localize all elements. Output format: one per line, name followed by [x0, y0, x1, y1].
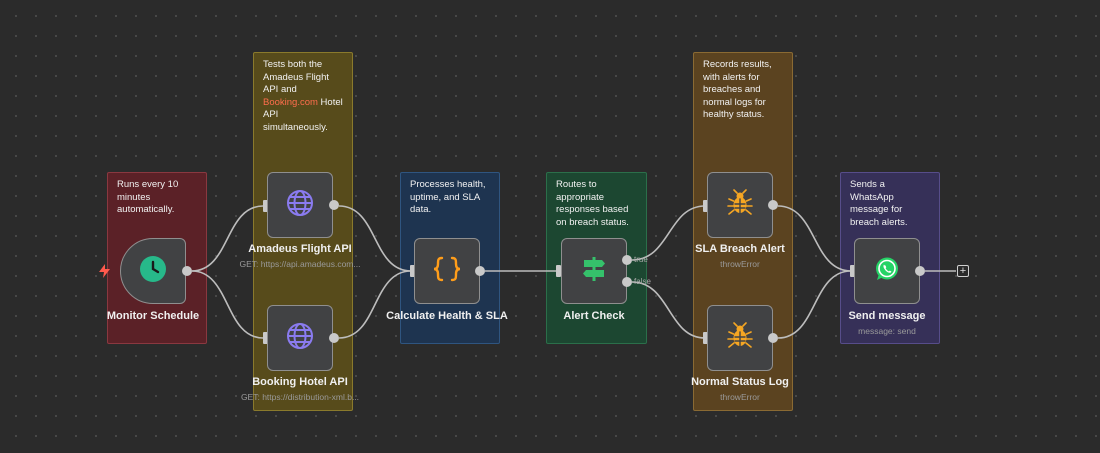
- globe-icon: [286, 322, 314, 355]
- sticky-text: Records results, with alerts for breache…: [703, 59, 772, 120]
- node-subtitle: throwError: [720, 392, 760, 402]
- node-label: Calculate Health & SLA: [386, 310, 508, 322]
- output-port[interactable]: [329, 333, 339, 343]
- whatsapp-icon: [873, 255, 901, 288]
- node-label: SLA Breach Alert: [695, 243, 785, 255]
- amadeus-flight-api-node[interactable]: [267, 172, 333, 238]
- sticky-text: Runs every 10 minutes automatically.: [117, 179, 179, 215]
- edge-sla-send: [777, 205, 852, 272]
- monitor-schedule-node[interactable]: [120, 238, 186, 304]
- edge-monitor-booking: [191, 270, 264, 339]
- branch-label-true: true: [634, 255, 648, 264]
- signpost-icon: [580, 255, 608, 288]
- input-port[interactable]: [850, 265, 855, 277]
- alert-check-node[interactable]: [561, 238, 627, 304]
- lightning-bolt-icon: [99, 264, 110, 280]
- true-output-port[interactable]: [622, 255, 632, 265]
- sticky-text: Tests both the Amadeus Flight API and Bo…: [263, 59, 343, 133]
- edge-alert-sla: [631, 205, 706, 261]
- node-subtitle: GET: https://api.amadeus.com...: [239, 259, 361, 269]
- globe-icon: [286, 189, 314, 222]
- bug-icon: [726, 188, 754, 222]
- node-label: Alert Check: [563, 310, 625, 322]
- edge-monitor-amadeus: [191, 205, 264, 272]
- output-port[interactable]: [768, 333, 778, 343]
- output-port[interactable]: [182, 266, 192, 276]
- output-port[interactable]: [329, 200, 339, 210]
- edge-booking-calc: [338, 270, 412, 339]
- calculate-health-node[interactable]: [414, 238, 480, 304]
- input-port[interactable]: [703, 200, 708, 212]
- sticky-text: Sends a WhatsApp message for breach aler…: [850, 179, 908, 228]
- clock-icon: [139, 255, 167, 288]
- node-label: Send message: [848, 310, 926, 322]
- input-port[interactable]: [263, 200, 268, 212]
- input-port[interactable]: [556, 265, 561, 277]
- edge-normal-send: [777, 270, 852, 339]
- node-subtitle: throwError: [720, 259, 760, 269]
- false-output-port[interactable]: [622, 277, 632, 287]
- bug-icon: [726, 321, 754, 355]
- plus-icon: +: [959, 265, 967, 277]
- node-subtitle: message: send: [858, 326, 916, 336]
- add-node-button[interactable]: +: [957, 265, 969, 277]
- sticky-text: Routes to appropriate responses based on…: [556, 179, 629, 228]
- normal-status-log-node[interactable]: [707, 305, 773, 371]
- send-message-node[interactable]: [854, 238, 920, 304]
- booking-link[interactable]: Booking.com: [263, 96, 318, 108]
- edge-alert-normal: [631, 281, 706, 339]
- input-port[interactable]: [410, 265, 415, 277]
- node-label: Amadeus Flight API: [248, 243, 352, 255]
- node-label: Booking Hotel API: [252, 376, 348, 388]
- sla-breach-alert-node[interactable]: [707, 172, 773, 238]
- node-label: Monitor Schedule: [106, 310, 200, 322]
- branch-label-false: false: [634, 277, 651, 286]
- edge-amadeus-calc: [338, 205, 412, 272]
- node-subtitle: GET: https://distribution-xml.b...: [240, 392, 360, 402]
- code-braces-icon: [432, 255, 462, 288]
- input-port[interactable]: [703, 332, 708, 344]
- node-label: Normal Status Log: [691, 376, 789, 388]
- output-port[interactable]: [475, 266, 485, 276]
- sticky-text: Processes health, uptime, and SLA data.: [410, 179, 486, 215]
- input-port[interactable]: [263, 332, 268, 344]
- output-port[interactable]: [915, 266, 925, 276]
- output-port[interactable]: [768, 200, 778, 210]
- booking-hotel-api-node[interactable]: [267, 305, 333, 371]
